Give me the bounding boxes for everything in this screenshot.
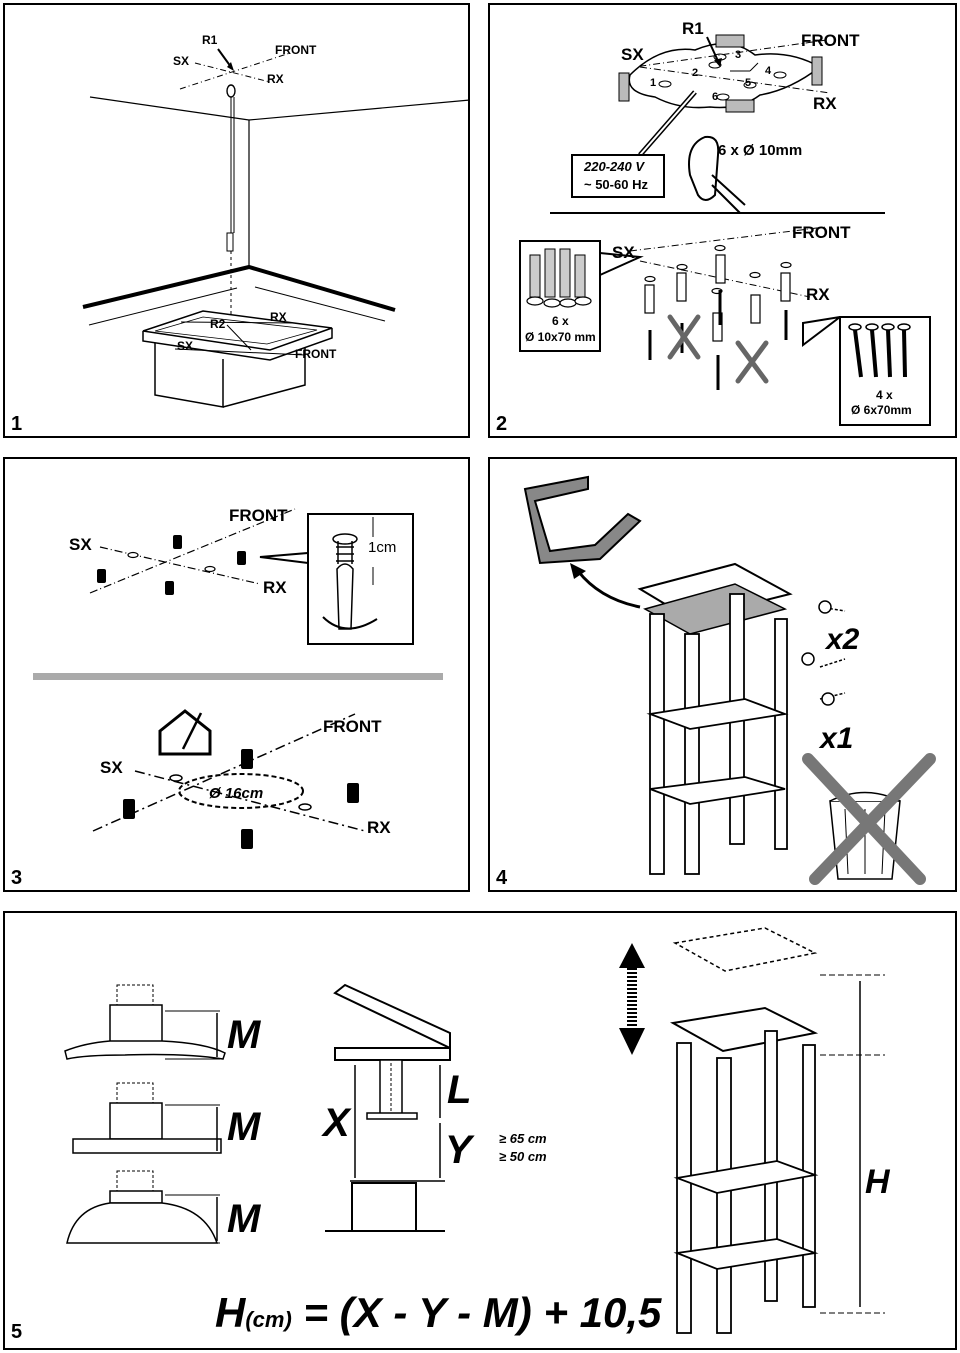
gap-1cm-label: 1cm — [368, 539, 397, 556]
y-dimension: Y — [445, 1128, 472, 1172]
rx-label-hob: RX — [270, 310, 287, 324]
sx-label-hob: SX — [177, 339, 194, 353]
height-formula: H(cm) = (X - Y - M) + 10,5 — [215, 1289, 661, 1337]
sx-label: SX — [621, 45, 644, 64]
drill-spec-text: 6 x Ø 10mm — [718, 142, 803, 159]
sx-label-2: SX — [100, 758, 123, 777]
step-5-panel: M M M L X Y ≥ 65 cm ≥ 50 cm H H(cm) = (X… — [3, 911, 957, 1350]
y-min-gas: ≥ 65 cm — [499, 1131, 547, 1146]
hole-number-2: 2 — [692, 67, 699, 79]
rx-label-2: RX — [367, 818, 391, 837]
hole-number-3: 3 — [735, 49, 742, 61]
formula-rest: = (X - Y - M) + 10,5 — [291, 1289, 662, 1336]
front-label-2: FRONT — [323, 717, 382, 736]
plugs-qty: 6 x — [552, 314, 569, 328]
formula-h: H — [215, 1289, 246, 1336]
h-dimension: H — [865, 1163, 890, 1201]
screws-size: Ø 6x70mm — [851, 403, 912, 417]
sx-label-2: SX — [612, 243, 635, 262]
hole-number-4: 4 — [765, 65, 772, 77]
height-calculation-illustration — [64, 927, 885, 1334]
screws-qty: 4 x — [876, 388, 893, 402]
hole-number-5: 5 — [745, 77, 752, 89]
drilling-illustration — [519, 34, 931, 426]
r1-label: R1 — [202, 33, 218, 47]
hole-number-1: 1 — [650, 77, 657, 89]
sx-label: SX — [69, 535, 92, 554]
front-label-hob: FRONT — [295, 347, 337, 361]
l-dimension: L — [447, 1068, 472, 1112]
m-dimension-3: M — [227, 1197, 261, 1241]
keep-quantity-label: x2 — [826, 623, 860, 656]
front-label: FRONT — [275, 43, 317, 57]
step-2-panel: R1 SX FRONT RX 1 2 3 4 5 6 220-240 V ~ 5… — [488, 3, 957, 438]
step-number: 3 — [11, 867, 23, 889]
r2-label: R2 — [210, 317, 226, 331]
step-number: 5 — [11, 1321, 23, 1343]
y-min-electric: ≥ 50 cm — [499, 1149, 547, 1164]
formula-unit: (cm) — [245, 1307, 292, 1332]
r1-label: R1 — [682, 19, 704, 38]
diameter-16cm-label: Ø 16cm — [209, 785, 264, 802]
hole-number-6: 6 — [712, 91, 719, 103]
front-label-2: FRONT — [792, 223, 851, 242]
ceiling-marking-illustration — [82, 48, 471, 408]
rx-label-2: RX — [806, 285, 830, 304]
rx-label: RX — [267, 72, 284, 86]
plugs-size: Ø 10x70 mm — [525, 330, 596, 344]
front-label: FRONT — [229, 506, 288, 525]
step-3-panel: FRONT SX RX 1cm FRONT SX RX Ø 16cm 3 — [3, 457, 470, 892]
step-number: 2 — [496, 413, 508, 435]
step-4-panel: x2 x1 4 — [488, 457, 957, 892]
step-number: 1 — [11, 413, 23, 435]
sx-label: SX — [173, 54, 190, 68]
m-dimension-2: M — [227, 1105, 261, 1149]
frequency-text: ~ 50-60 Hz — [584, 177, 648, 192]
voltage-text: 220-240 V — [584, 159, 644, 174]
x-dimension: X — [323, 1101, 350, 1145]
step-1-panel: R1 SX FRONT RX R2 RX SX FRONT 1 — [3, 3, 471, 438]
m-dimension-1: M — [227, 1013, 261, 1057]
screw-fixing-illustration — [33, 508, 443, 849]
step-number: 4 — [496, 867, 508, 889]
rx-label: RX — [813, 94, 837, 113]
discard-quantity-label: x1 — [820, 722, 854, 755]
rx-label: RX — [263, 578, 287, 597]
front-label: FRONT — [801, 31, 860, 50]
bracket-removal-illustration — [523, 475, 936, 885]
